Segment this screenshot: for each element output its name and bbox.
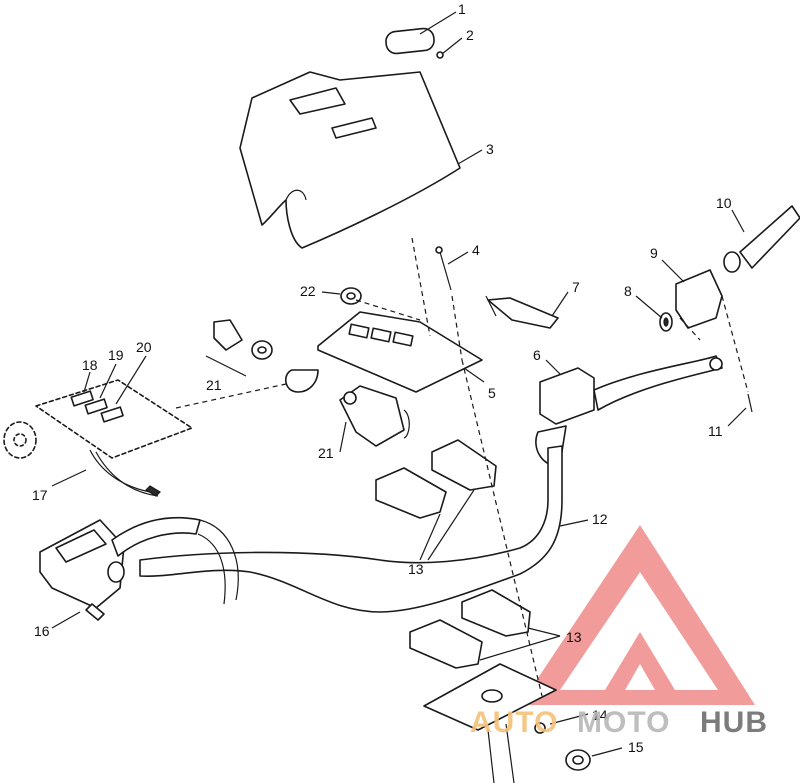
callout-17: 17 <box>32 487 48 503</box>
part-4-bolt <box>435 246 452 291</box>
part-7-pin <box>485 295 559 329</box>
callout-2: 2 <box>466 27 474 43</box>
callout-6: 6 <box>533 347 541 363</box>
part-9-throttle <box>675 269 723 329</box>
callout-10: 10 <box>716 195 732 211</box>
watermark-logo <box>520 525 755 705</box>
part-10-grip <box>723 205 800 273</box>
part-16-left-housing <box>39 517 239 621</box>
part-5-bracket <box>285 311 483 393</box>
callout-19: 19 <box>108 347 124 363</box>
callout-9: 9 <box>650 245 658 261</box>
callout-13-lower: 13 <box>566 629 582 645</box>
callout-labels: 1 2 3 4 5 6 7 8 9 10 11 12 13 13 14 15 1… <box>32 1 732 755</box>
callout-20: 20 <box>136 339 152 355</box>
part-1-pad <box>385 27 435 55</box>
part-11-screw <box>747 393 753 413</box>
watermark-moto: MOTO <box>577 706 670 739</box>
callout-14: 14 <box>592 707 608 723</box>
watermark-text: AUTO MOTO HUB <box>470 706 768 739</box>
callout-7: 7 <box>572 279 580 295</box>
watermark-auto: AUTO <box>470 706 558 739</box>
callout-16: 16 <box>34 623 50 639</box>
leader-lines <box>51 11 749 757</box>
part-21-switch <box>339 385 410 447</box>
callout-1: 1 <box>458 1 466 17</box>
part-15-clamp <box>565 749 591 771</box>
callout-15: 15 <box>628 739 644 755</box>
callout-4: 4 <box>472 242 480 258</box>
part-17-switch-panel <box>3 379 193 497</box>
callout-3: 3 <box>486 141 494 157</box>
callout-21-top: 21 <box>206 377 222 393</box>
watermark-hub: HUB <box>700 706 768 739</box>
callout-11: 11 <box>708 423 723 439</box>
part-13-clamps-lower <box>409 589 531 669</box>
callout-12: 12 <box>592 511 608 527</box>
logo-triangle-core <box>605 632 675 690</box>
callout-22: 22 <box>300 283 316 299</box>
part-12-handlebar <box>139 445 563 613</box>
callout-21-lower: 21 <box>318 445 334 461</box>
part-6-master-cylinder <box>535 355 723 466</box>
part-21-socket <box>213 319 273 360</box>
logo-triangle-inner <box>560 572 718 690</box>
callout-8: 8 <box>624 283 632 299</box>
callout-5: 5 <box>488 385 496 401</box>
part-22-nut <box>340 287 362 305</box>
part-3-cover <box>239 71 461 249</box>
part-2-screw <box>436 51 444 59</box>
part-14-plate <box>423 663 557 783</box>
callout-18: 18 <box>82 357 98 373</box>
part-8-washer <box>659 312 673 332</box>
callout-13-upper: 13 <box>408 561 424 577</box>
part-13-clamps-upper <box>375 439 497 519</box>
